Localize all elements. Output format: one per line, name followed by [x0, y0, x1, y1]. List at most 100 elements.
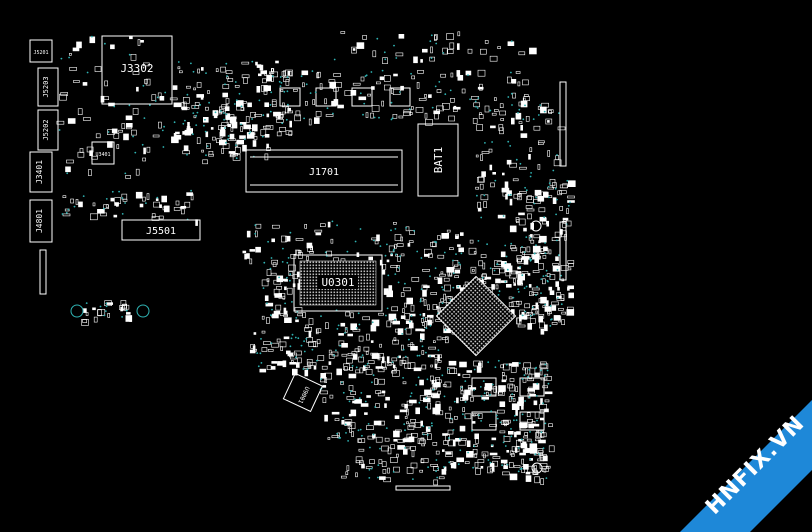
smd-component [481, 273, 487, 281]
via [422, 317, 425, 319]
chip-gpu-bga[interactable] [435, 275, 517, 357]
chip-u0301[interactable]: U0301 [293, 254, 383, 312]
smd-component [527, 418, 533, 423]
smd-component [376, 234, 380, 242]
smd-component [378, 420, 385, 426]
battery-bat1[interactable]: BAT1 [417, 123, 459, 197]
smd-component [539, 235, 547, 243]
via [392, 471, 395, 473]
smd-component [379, 343, 382, 348]
smd-component [487, 388, 492, 391]
smd-component [517, 266, 521, 270]
via [497, 294, 500, 296]
smd-component [481, 396, 490, 400]
smd-component [261, 347, 268, 352]
smd-component [97, 209, 105, 214]
smd-component [104, 80, 108, 87]
via [390, 118, 393, 121]
via [408, 108, 411, 110]
via [529, 458, 531, 461]
via [399, 255, 401, 258]
chip-u3401[interactable]: U3401 [91, 141, 115, 165]
chip-u5201[interactable]: J5201 [29, 39, 53, 63]
via [360, 356, 363, 359]
via [357, 312, 360, 315]
smd-component [475, 186, 479, 190]
smd-component [196, 137, 201, 144]
via [543, 110, 546, 113]
smd-component [296, 271, 300, 278]
via [377, 464, 380, 466]
smd-component [454, 415, 458, 420]
smd-component [345, 357, 353, 364]
via [544, 242, 546, 244]
via [548, 182, 551, 185]
via [441, 374, 444, 377]
connector-j5202[interactable]: J5202 [37, 109, 59, 151]
via [270, 257, 273, 259]
smd-component [523, 94, 529, 97]
via [450, 417, 453, 420]
smd-component [382, 263, 387, 270]
connector-j3401[interactable]: J3401 [29, 151, 53, 193]
smd-component [400, 344, 404, 351]
via [546, 369, 549, 372]
connector-j5203[interactable]: J5203 [37, 67, 59, 107]
smd-component [69, 67, 77, 71]
smd-component [462, 407, 466, 412]
smd-component [506, 449, 510, 453]
via [448, 461, 451, 464]
via [404, 328, 407, 331]
smd-component [434, 359, 438, 365]
smd-component [492, 172, 497, 175]
smd-component [519, 166, 527, 170]
smd-component [196, 82, 202, 88]
smd-component [544, 391, 553, 395]
smd-component [395, 52, 404, 57]
smd-component [430, 463, 438, 467]
smd-component [114, 202, 119, 206]
smd-component [266, 147, 271, 151]
smd-component [262, 125, 271, 129]
smd-component [540, 248, 549, 254]
smd-component [411, 75, 416, 80]
smd-component [314, 229, 323, 233]
smd-component [271, 101, 277, 107]
smd-component [551, 322, 558, 325]
smd-component [485, 391, 489, 396]
smd-component [146, 193, 150, 200]
via [118, 190, 120, 193]
via [199, 104, 202, 106]
connector-j1701[interactable]: J1701 [245, 149, 403, 193]
smd-component [205, 106, 209, 111]
smd-component [261, 330, 266, 334]
via [163, 125, 166, 128]
smd-component [381, 361, 386, 368]
smd-component [64, 208, 70, 212]
smd-component [427, 354, 435, 358]
connector-j4801[interactable]: J4801 [29, 199, 53, 243]
smd-component [309, 250, 314, 254]
via [300, 344, 303, 347]
smd-component [410, 418, 416, 423]
smd-component [83, 117, 91, 121]
smd-component [456, 43, 460, 50]
smd-component [523, 227, 527, 232]
via [504, 280, 507, 283]
smd-component [349, 426, 353, 433]
smd-component [143, 62, 150, 67]
connector-j5501[interactable]: J5501 [121, 219, 201, 241]
via [410, 315, 413, 317]
smd-component [280, 89, 284, 92]
connector-j3302[interactable]: J3302 [101, 35, 173, 105]
smd-component [136, 86, 139, 92]
smd-component [282, 360, 287, 368]
smd-component [366, 425, 374, 431]
via [149, 104, 151, 107]
smd-component [528, 154, 531, 160]
smd-component [460, 390, 465, 395]
smd-component [143, 147, 146, 155]
smd-component [512, 362, 519, 367]
smd-component [340, 322, 346, 327]
